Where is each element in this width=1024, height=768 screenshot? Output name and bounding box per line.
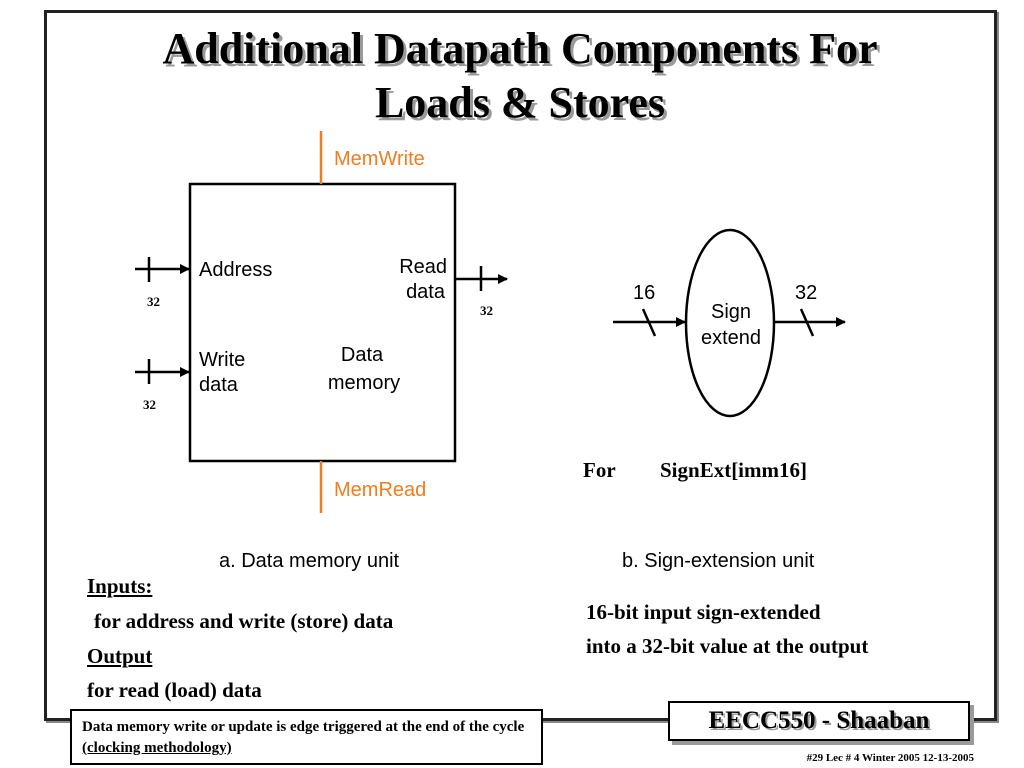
address-port-label: Address — [199, 259, 272, 281]
title-line-1: Additional Datapath Components For — [162, 24, 878, 73]
for-label: For — [583, 458, 616, 482]
signext-expression: SignExt[imm16] — [660, 458, 807, 482]
data-memory-name-line1: Data — [341, 344, 384, 366]
inputs-text: for address and write (store) data — [94, 609, 394, 633]
write-data-label-line1: Write — [199, 349, 245, 371]
clocking-note-text: Data memory write or update is edge trig… — [82, 719, 525, 735]
read-data-label-line1: Read — [399, 256, 447, 278]
read-data-label-line2: data — [406, 281, 446, 303]
data-memory-name-line2: memory — [328, 372, 400, 394]
sign-extend-description-line1: 16-bit input sign-extended — [586, 600, 821, 624]
course-label: EECC550 - Shaaban — [708, 707, 930, 734]
title-line-2: Loads & Stores — [374, 78, 666, 127]
sign-extend-name-line2: extend — [701, 327, 761, 349]
sign-extend-name-line1: Sign — [711, 301, 751, 323]
sign-extend-description-line2: into a 32-bit value at the output — [586, 634, 869, 658]
address-width-label: 32 — [147, 294, 160, 309]
inputs-heading: Inputs: — [87, 574, 153, 598]
write-data-label-line2: data — [199, 374, 239, 396]
sign-extend-output-slash — [799, 308, 815, 337]
output-text: for read (load) data — [87, 678, 262, 702]
sign-extend-output-width: 32 — [795, 282, 817, 304]
clocking-note: Data memory write or update is edge trig… — [70, 709, 543, 765]
slide-title: Additional Datapath Components For Loads… — [60, 22, 980, 130]
memread-label: MemRead — [334, 479, 426, 501]
write-data-width-label: 32 — [143, 397, 156, 412]
data-memory-box — [188, 182, 457, 463]
read-data-width-label: 32 — [480, 303, 493, 318]
output-heading: Output — [87, 644, 153, 668]
memwrite-label: MemWrite — [334, 148, 425, 170]
sign-extend-caption: b. Sign-extension unit — [622, 550, 815, 572]
slide-footer-info: #29 Lec # 4 Winter 2005 12-13-2005 — [806, 752, 974, 764]
sign-extend-input-slash — [641, 308, 657, 337]
data-memory-caption: a. Data memory unit — [219, 550, 400, 572]
sign-extend-input-width: 16 — [633, 282, 655, 304]
course-badge: EECC550 - Shaaban — [668, 701, 970, 741]
clocking-methodology-link: (clocking methodology) — [82, 740, 232, 756]
sign-extend-ellipse — [684, 228, 776, 418]
